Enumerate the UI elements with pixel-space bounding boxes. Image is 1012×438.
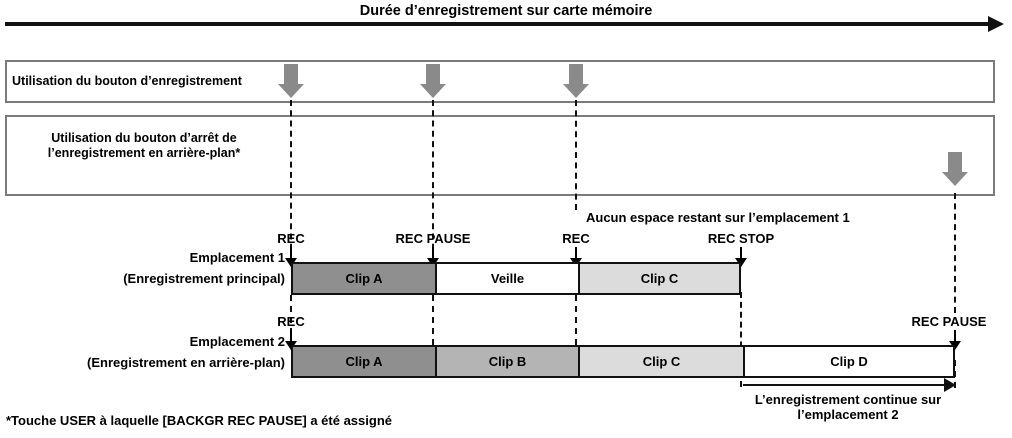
background-stop-button-usage-label: Utilisation du bouton d’arrêt de l’enreg…	[5, 131, 283, 161]
slot2-segment-label-clip-a: Clip A	[345, 354, 383, 369]
guide-line-rec-1	[290, 100, 292, 260]
slot1-subtitle: (Enregistrement principal)	[123, 271, 285, 286]
slot2-timeline-bar: Clip A Clip B Clip C Clip D	[291, 345, 955, 378]
slot1-segment-label-clip-a: Clip A	[345, 271, 383, 286]
guide-line-bg-rec-pause	[954, 193, 956, 313]
slot1-note: Aucun espace restant sur l’emplacement 1	[586, 210, 850, 225]
slot2-segment-clip-a: Clip A	[293, 347, 435, 376]
slot2-title: Emplacement 2	[189, 334, 285, 349]
slot1-title: Emplacement 1	[189, 250, 285, 265]
slot1-event-label-rec-1: REC	[277, 231, 305, 246]
slot1-event-label-rec-pause: REC PAUSE	[395, 231, 471, 246]
guide-line-bg-rec-pause-lower	[954, 360, 956, 388]
slot1-segment-label-standby: Veille	[490, 271, 525, 286]
slot1-segment-clip-c: Clip C	[578, 264, 739, 293]
slot2-event-label-rec: REC	[277, 314, 305, 329]
rec-press-arrow-icon-2	[420, 64, 446, 98]
timeline-axis-line	[5, 22, 993, 26]
slot2-segment-label-clip-d: Clip D	[830, 354, 868, 369]
background-stop-button-usage-box	[5, 115, 995, 196]
background-stop-label-line1: Utilisation du bouton d’arrêt de	[51, 131, 237, 145]
slot2-segment-label-clip-c: Clip C	[642, 354, 681, 369]
continuation-note-line1: L’enregistrement continue sur	[754, 392, 942, 407]
slot2-segment-clip-b: Clip B	[435, 347, 578, 376]
guide-line-rec-2-lower	[575, 295, 577, 345]
continuation-note-line2: l’emplacement 2	[797, 407, 899, 423]
continuation-arrow-line	[743, 384, 946, 386]
slot1-timeline-bar: Clip A Veille Clip C	[291, 262, 741, 295]
slot2-segment-clip-d: Clip D	[743, 347, 953, 376]
rec-button-usage-box	[5, 60, 995, 103]
guide-line-rec-2	[575, 100, 577, 210]
slot1-segment-clip-a: Clip A	[293, 264, 435, 293]
slot2-event-label-rec-pause: REC PAUSE	[911, 314, 987, 329]
slot1-event-label-rec-stop: REC STOP	[707, 231, 775, 246]
continuation-arrow-icon	[944, 378, 956, 392]
slot2-subtitle: (Enregistrement en arrière-plan)	[87, 355, 285, 370]
footnote-text: *Touche USER à laquelle [BACKGR REC PAUS…	[6, 413, 392, 428]
rec-button-usage-label: Utilisation du bouton d’enregistrement	[12, 74, 242, 88]
timeline-arrow-icon	[988, 16, 1004, 32]
slot2-segment-clip-c: Clip C	[578, 347, 743, 376]
slot2-marker-arrow-icon-2	[949, 330, 961, 350]
slot1-marker-arrow-icon-4	[735, 247, 747, 267]
guide-line-rec-pause-lower	[432, 295, 434, 345]
slot2-segment-label-clip-b: Clip B	[488, 354, 527, 369]
slot1-event-label-rec-2: REC	[562, 231, 590, 246]
background-stop-press-arrow-icon	[942, 152, 968, 186]
rec-press-arrow-icon-1	[278, 64, 304, 98]
guide-line-rec-stop	[740, 292, 742, 387]
slot1-segment-label-clip-c: Clip C	[640, 271, 679, 286]
background-stop-label-line2: l’enregistrement en arrière-plan*	[47, 145, 241, 160]
guide-line-rec-pause	[432, 100, 434, 260]
rec-press-arrow-icon-3	[563, 64, 589, 98]
timeline-title: Durée d’enregistrement sur carte mémoire	[359, 3, 653, 19]
slot1-segment-standby: Veille	[435, 264, 578, 293]
guide-line-rec-1-lower	[290, 295, 292, 345]
continuation-note: L’enregistrement continue sur l’emplacem…	[741, 392, 955, 423]
